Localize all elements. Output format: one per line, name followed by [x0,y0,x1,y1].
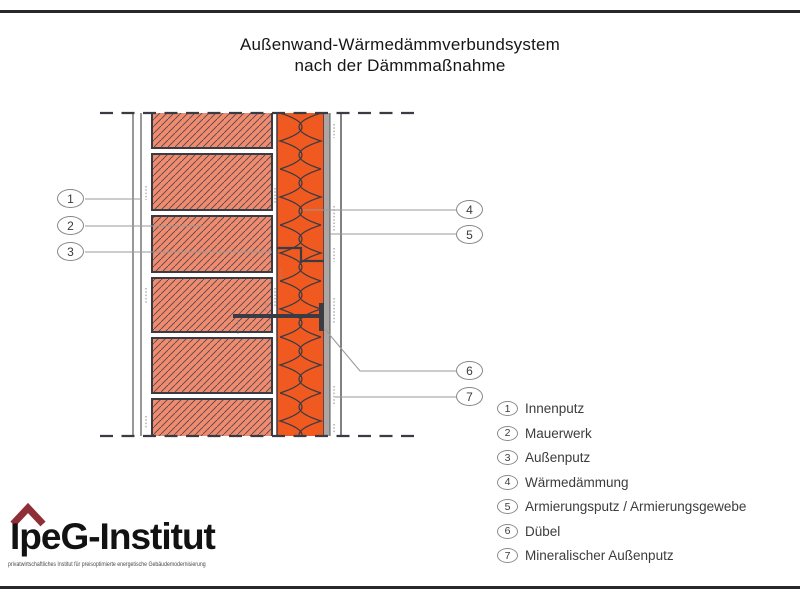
legend-label-2: Mauerwerk [525,425,592,441]
legend-item-armierungsputz: 5 Armierungsputz / Armierungsgewebe [497,499,746,514]
callout-4: 4 [456,200,483,219]
callout-5-number: 5 [466,227,473,242]
callout-4-number: 4 [466,202,473,217]
legend-item-mauerwerk: 2 Mauerwerk [497,425,746,441]
armierungsputz-layer [324,113,331,436]
title-line-2: nach der Dämmmaßnahme [294,56,506,75]
callout-7: 7 [456,387,483,406]
legend-label-1: Innenputz [525,401,585,416]
page-title: Außenwand-Wärmedämmverbundsystem nach de… [0,34,800,76]
legend-label-4: Wärmedämmung [525,474,629,490]
logo-tagline: privatwirtschaftliches Institut für prei… [8,561,206,568]
innenputz-layer [132,113,142,436]
callout-1: 1 [57,189,84,208]
section-break-lines [100,111,415,438]
callout-leader-lines [85,198,456,398]
legend-item-aussenputz: 3 Außenputz [497,450,746,465]
legend-badge-6: 6 [497,523,518,539]
legend-badge-3: 3 [497,450,518,465]
legend-badge-2: 2 [497,425,518,441]
legend-label-3: Außenputz [525,450,591,465]
legend-badge-4: 4 [497,474,518,490]
legend-item-duebel: 6 Dübel [497,523,746,539]
callout-3-number: 3 [67,244,74,259]
callout-2-number: 2 [67,218,74,233]
legend-label-7: Mineralischer Außenputz [525,548,674,563]
legend-item-waermedaemmung: 4 Wärmedämmung [497,474,746,490]
insulation-board-joint [277,246,324,263]
callout-6: 6 [456,361,483,380]
insulation-layer [276,113,325,436]
legend-badge-5: 5 [497,499,518,514]
legend: 1 Innenputz 2 Mauerwerk 3 Außenputz 4 Wä… [497,401,746,573]
callout-2: 2 [57,216,84,235]
logo-wordmark: IpeG-Institut [10,516,216,557]
legend-item-innenputz: 1 Innenputz [497,401,746,416]
callout-5: 5 [456,225,483,244]
legend-label-5: Armierungsputz / Armierungsgewebe [525,499,747,514]
masonry-layer [151,113,273,436]
dowel [233,303,324,331]
callout-3: 3 [57,242,84,261]
title-line-1: Außenwand-Wärmedämmverbundsystem [239,35,561,54]
legend-item-mineralischer-aussenputz: 7 Mineralischer Außenputz [497,548,746,563]
legend-badge-1: 1 [497,401,518,416]
top-frame-rule [0,10,800,13]
dimension-marks [145,124,335,434]
callout-1-number: 1 [67,191,74,206]
legend-label-6: Dübel [525,523,561,539]
bottom-frame-rule [0,586,800,589]
callout-6-number: 6 [466,363,473,378]
legend-badge-7: 7 [497,548,518,563]
callout-7-number: 7 [466,389,473,404]
